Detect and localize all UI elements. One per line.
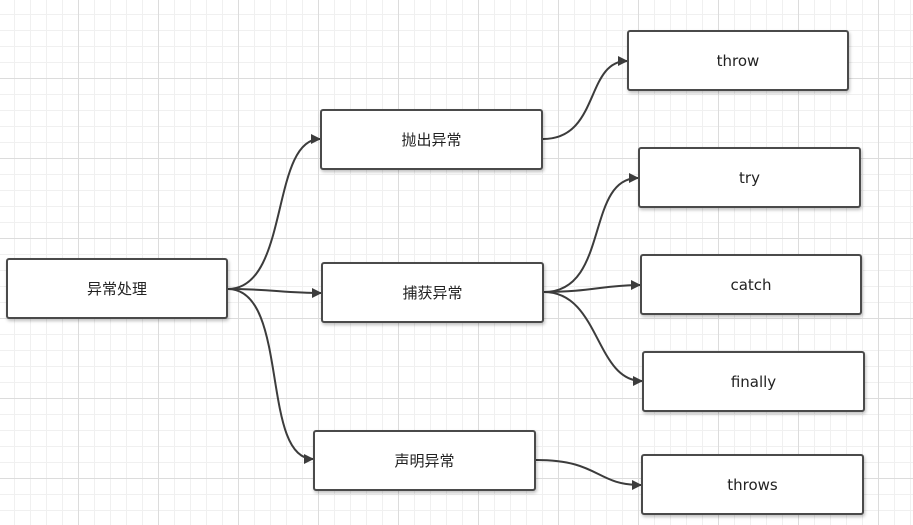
node-label: 异常处理	[86, 280, 147, 298]
node-catch-exception[interactable]: 捕获异常	[321, 262, 544, 323]
connector-catch-exception-to-catch	[543, 280, 641, 293]
node-label: finally	[730, 372, 777, 391]
connector-root-to-catch-exception	[227, 287, 322, 298]
connector-root-to-throw-exception	[227, 134, 321, 290]
node-label: try	[739, 168, 760, 187]
node-declare-exception[interactable]: 声明异常	[313, 430, 536, 491]
node-throws[interactable]: throws	[641, 454, 864, 515]
connector-root-to-declare-exception	[227, 288, 314, 464]
node-label: throw	[716, 51, 760, 70]
connector-throw-exception-to-throw	[542, 56, 628, 140]
node-label: 声明异常	[394, 452, 455, 470]
connector-declare-exception-to-throws	[535, 459, 642, 490]
node-label: catch	[730, 275, 772, 294]
node-label: 捕获异常	[402, 284, 463, 302]
node-finally[interactable]: finally	[642, 351, 865, 412]
node-label: throws	[727, 475, 778, 494]
node-throw-exception[interactable]: 抛出异常	[320, 109, 543, 170]
connector-catch-exception-to-try	[543, 173, 639, 293]
node-catch[interactable]: catch	[640, 254, 862, 315]
node-try[interactable]: try	[638, 147, 861, 208]
node-exception-handling[interactable]: 异常处理	[6, 258, 228, 319]
node-label: 抛出异常	[401, 131, 462, 149]
node-throw[interactable]: throw	[627, 30, 849, 91]
connector-catch-exception-to-finally	[543, 291, 643, 386]
